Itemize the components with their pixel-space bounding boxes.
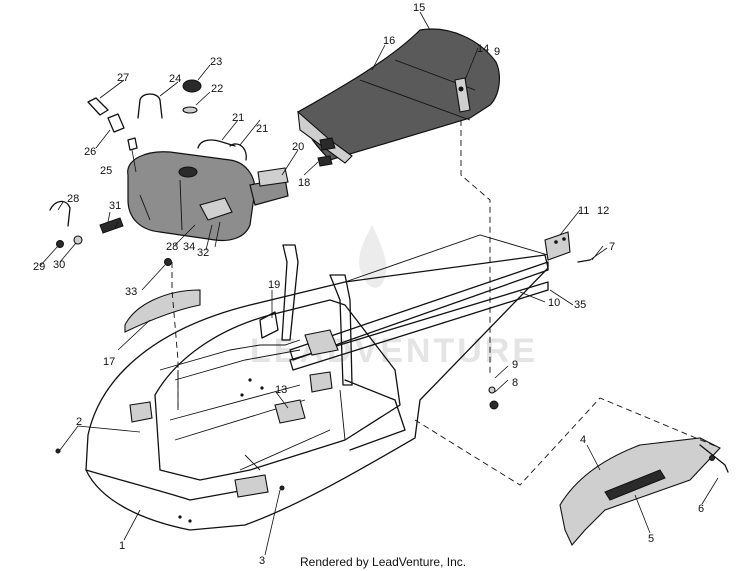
callout-27: 27 [117, 72, 129, 84]
callout-35: 35 [574, 299, 586, 311]
callout-25: 25 [100, 165, 112, 177]
callout-12: 12 [597, 205, 609, 217]
callout-32: 32 [197, 247, 209, 259]
callout-21-left: 21 [232, 112, 244, 124]
callout-22: 22 [211, 83, 223, 95]
callout-1: 1 [119, 540, 125, 552]
hardware-parts [49, 79, 591, 491]
callout-11: 11 [578, 205, 589, 217]
chassis-brackets [129, 244, 353, 498]
callout-16: 16 [383, 35, 395, 47]
footer-credit: Rendered by LeadVenture, Inc. [300, 555, 466, 569]
callout-9-upper: 9 [494, 46, 500, 58]
callout-19: 19 [268, 279, 280, 291]
callout-4: 4 [580, 434, 586, 446]
callout-18: 18 [298, 177, 310, 189]
callout-33: 33 [125, 286, 137, 298]
callout-28-left: 28 [67, 193, 79, 205]
reference-lines [171, 120, 721, 486]
seat-assembly [297, 28, 500, 164]
callout-30: 30 [53, 259, 65, 271]
side-bracket-detail [559, 437, 729, 547]
callout-28-center: 28 [166, 241, 178, 253]
callout-13: 13 [275, 384, 287, 396]
callout-17: 17 [103, 356, 115, 368]
callout-2: 2 [76, 416, 82, 428]
callout-8: 8 [512, 377, 518, 389]
callout-21-right: 21 [256, 123, 268, 135]
callout-34: 34 [183, 241, 195, 253]
callout-15: 15 [413, 2, 425, 14]
leader-lines [39, 11, 719, 556]
callout-labels: 1 2 3 4 5 6 7 8 9 9 10 11 12 13 14 15 16… [33, 2, 704, 567]
callout-24: 24 [169, 73, 181, 85]
callout-3: 3 [259, 555, 265, 567]
callout-23: 23 [210, 56, 222, 68]
callout-5: 5 [648, 533, 654, 545]
callout-14: 14 [477, 43, 489, 55]
callout-29: 29 [33, 261, 45, 273]
fuel-tank [127, 151, 289, 242]
callout-20: 20 [292, 141, 304, 153]
callout-6: 6 [698, 503, 704, 515]
callout-31: 31 [109, 200, 121, 212]
callout-9-lower: 9 [512, 359, 518, 371]
callout-10: 10 [548, 297, 560, 309]
callout-26: 26 [84, 146, 96, 158]
callout-7: 7 [609, 241, 615, 253]
